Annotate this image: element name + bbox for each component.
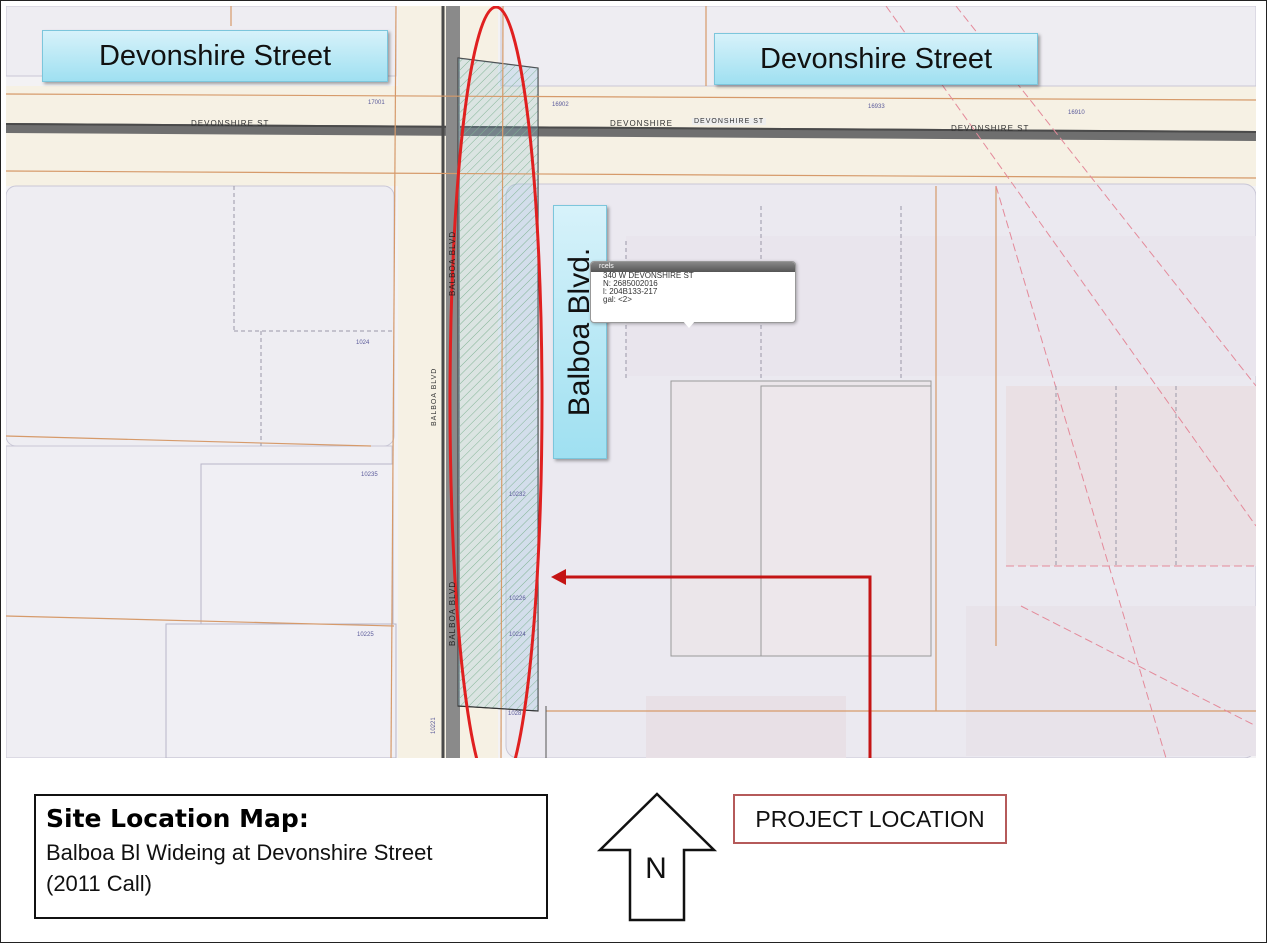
label-balboa-blvd: Balboa Blvd. [553, 205, 607, 459]
project-location-box: PROJECT LOCATION [733, 794, 1007, 844]
block-nw [6, 185, 395, 447]
highlight-ellipse [448, 6, 544, 758]
title-line-1: Balboa Bl Wideing at Devonshire Street [46, 840, 433, 865]
road-text-balboa-1: BALBOA BLVD [448, 230, 457, 296]
road-text-devonshire-2: DEVONSHIRE [610, 119, 673, 128]
parcel-number: 16902 [552, 102, 569, 108]
label-devonshire-street-right: Devonshire Street [714, 33, 1038, 85]
parcel-number: 10224 [509, 632, 526, 638]
popup-legal: gal: <2> [603, 295, 632, 304]
parcel-number: 1028 [508, 711, 522, 717]
parcel-number: 1024 [356, 340, 370, 346]
project-arrow-line [554, 575, 872, 758]
north-letter: N [645, 852, 667, 885]
popup-tail [682, 320, 696, 328]
popup-apn: N: 2685002016 [603, 279, 658, 288]
parcel-number: 16910 [1068, 110, 1085, 116]
road-text-devonshire-3: DEVONSHIRE ST [692, 118, 767, 125]
title-heading: Site Location Map: [46, 804, 309, 833]
map-canvas[interactable]: DEVONSHIRE ST DEVONSHIRE DEVONSHIRE ST D… [6, 6, 1256, 758]
map-graphics [6, 6, 1256, 758]
devonshire-centerline [6, 123, 1256, 141]
parcel-number: 10221 [431, 717, 437, 734]
road-text-devonshire-1: DEVONSHIRE ST [191, 119, 270, 128]
parcel-number: 16933 [868, 104, 885, 110]
parcel-popup[interactable]: rcels 340 W DEVONSHIRE ST N: 2685002016 … [590, 261, 796, 323]
popup-header: rcels [591, 262, 795, 272]
title-line-2: (2011 Call) [46, 871, 152, 896]
parcel-number: 10226 [509, 596, 526, 602]
project-arrow-head [551, 569, 566, 585]
parcel-number: 10232 [509, 492, 526, 498]
label-devonshire-street-left: Devonshire Street [42, 30, 388, 82]
parcel-number: 10225 [357, 632, 374, 638]
road-text-balboa-2: BALBOA BLVD [431, 367, 438, 426]
parcel-number: 10235 [361, 472, 378, 478]
popup-address: 340 W DEVONSHIRE ST [603, 271, 694, 280]
popup-id: l: 204B133-217 [603, 287, 658, 296]
north-arrow-icon [596, 792, 718, 922]
site-location-title-box: Site Location Map: Balboa Bl Wideing at … [34, 794, 548, 919]
road-text-devonshire-4: DEVONSHIRE ST [951, 124, 1030, 133]
road-text-balboa-3: BALBOA BLVD [448, 580, 457, 646]
parcel-number: 17001 [368, 100, 385, 106]
